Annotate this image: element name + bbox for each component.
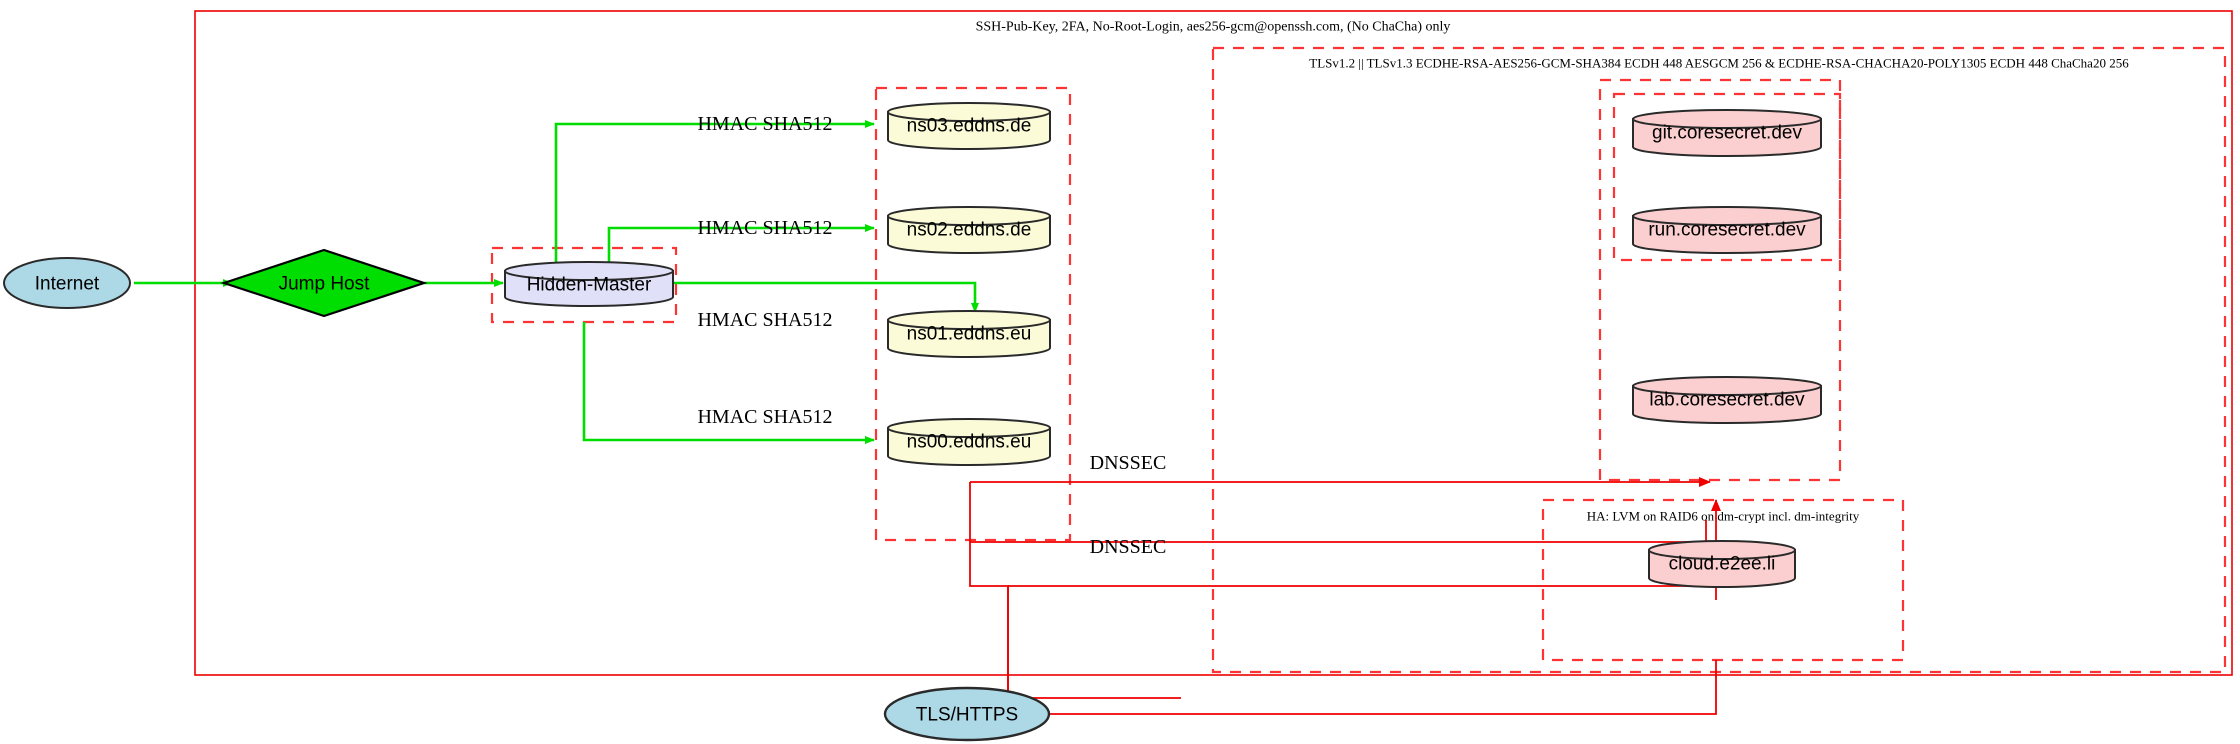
cluster-outer-ssh xyxy=(194,10,2233,676)
node-ns00[interactable]: ns00.eddns.eu xyxy=(887,418,1051,466)
node-jump-host-label: Jump Host xyxy=(279,274,371,295)
node-hidden-master-label: Hidden-Master xyxy=(527,275,652,296)
edge-hiddenmaster-ns01 xyxy=(669,281,979,313)
node-ns01-label: ns01.eddns.eu xyxy=(907,324,1032,345)
edge-label-hmac-ns00: HMAC SHA512 xyxy=(697,406,832,428)
cluster-ha xyxy=(1541,498,1905,662)
cluster-coresecret-inner xyxy=(1612,92,1842,262)
cluster-label-outer-ssh: SSH-Pub-Key, 2FA, No-Root-Login, aes256-… xyxy=(976,20,1451,35)
cluster-dns xyxy=(874,86,1072,542)
cluster-label-tls: TLSv1.2 || TLSv1.3 ECDHE-RSA-AES256-GCM-… xyxy=(1309,56,2129,71)
cluster-tls xyxy=(1211,46,2227,674)
edge-label-dnssec-2: DNSSEC xyxy=(1090,536,1167,558)
node-internet[interactable]: Internet xyxy=(3,257,131,309)
edge-tlshttps-right xyxy=(1049,660,1717,715)
node-git-coresecret-label: git.coresecret.dev xyxy=(1652,123,1802,144)
edge-label-hmac-ns02: HMAC SHA512 xyxy=(697,217,832,239)
edge-hiddenmaster-ns02 xyxy=(607,224,875,262)
edge-hiddenmaster-ns03 xyxy=(554,120,875,262)
node-ns02-label: ns02.eddns.de xyxy=(907,220,1032,241)
node-cloud-e2ee[interactable]: cloud.e2ee.li xyxy=(1648,540,1796,588)
node-git-coresecret[interactable]: git.coresecret.dev xyxy=(1632,109,1822,157)
cluster-label-ha: HA: LVM on RAID6 on dm-crypt incl. dm-in… xyxy=(1587,509,1860,524)
node-lab-coresecret-label: lab.coresecret.dev xyxy=(1649,390,1805,411)
node-tls-https-label: TLS/HTTPS xyxy=(916,705,1018,726)
node-ns03[interactable]: ns03.eddns.de xyxy=(887,102,1051,150)
node-cloud-e2ee-label: cloud.e2ee.li xyxy=(1669,554,1776,575)
edge-label-dnssec-1: DNSSEC xyxy=(1090,452,1167,474)
node-ns03-label: ns03.eddns.de xyxy=(907,116,1032,137)
node-tls-https[interactable]: TLS/HTTPS xyxy=(883,686,1051,742)
node-run-coresecret-label: run.coresecret.dev xyxy=(1648,220,1806,241)
cluster-coresecret-outer xyxy=(1598,78,1842,482)
node-lab-coresecret[interactable]: lab.coresecret.dev xyxy=(1632,376,1822,424)
node-hidden-master[interactable]: Hidden-Master xyxy=(504,261,674,307)
edge-label-hmac-ns01: HMAC SHA512 xyxy=(697,309,832,331)
node-internet-label: Internet xyxy=(35,274,100,295)
node-ns00-label: ns00.eddns.eu xyxy=(907,432,1032,453)
node-jump-host[interactable]: Jump Host xyxy=(220,248,428,318)
node-ns02[interactable]: ns02.eddns.de xyxy=(887,206,1051,254)
edge-hiddenmaster-ns00 xyxy=(582,322,875,444)
node-ns01[interactable]: ns01.eddns.eu xyxy=(887,310,1051,358)
node-run-coresecret[interactable]: run.coresecret.dev xyxy=(1632,206,1822,254)
edge-label-hmac-ns03: HMAC SHA512 xyxy=(697,113,832,135)
